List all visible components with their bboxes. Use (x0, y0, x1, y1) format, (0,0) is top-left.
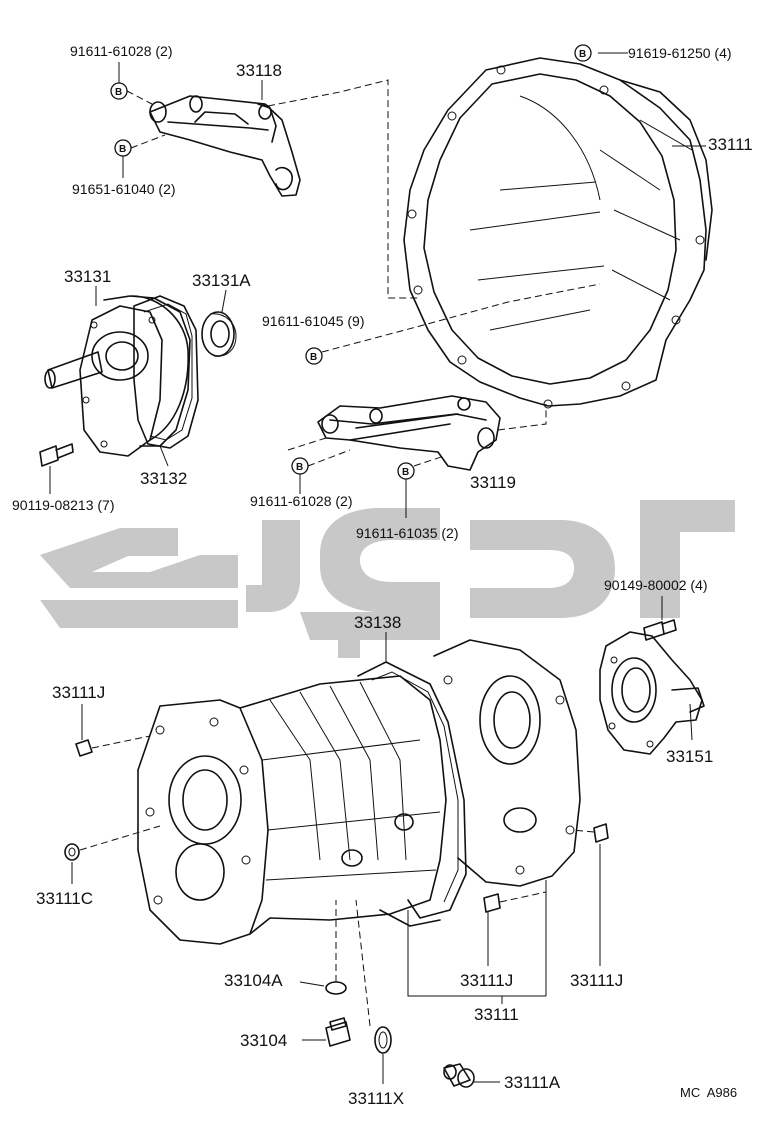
bolt-marker-91611-61035: B (397, 462, 415, 480)
label-33111X: 33111X (348, 1089, 405, 1108)
drain-plug-33104 (325, 1017, 351, 1047)
label-33111J-right: 33111J (570, 971, 624, 990)
oil-seal-33131A (201, 311, 237, 357)
svg-text:B: B (310, 352, 317, 363)
label-90149-80002: 90149-80002 (4) (604, 577, 708, 593)
bolt-90149-80002 (643, 619, 677, 641)
bolt-marker-91611-61045: B (305, 347, 323, 365)
label-33138: 33138 (354, 613, 402, 632)
sheet-reference: MC A986 (680, 1085, 738, 1100)
bracket-33119 (317, 395, 501, 471)
extension-housing-33151 (599, 631, 705, 755)
gasket-33104A (325, 981, 347, 995)
bracket-33118 (149, 95, 301, 197)
bolt-marker-91619-61250: B (574, 44, 592, 62)
plug-33111J-left (75, 739, 93, 757)
label-33131A: 33131A (192, 271, 251, 290)
label-33111J-left: 33111J (52, 683, 106, 702)
bolt-marker-91651-61040: B (114, 139, 132, 157)
plug-33111J-right (593, 823, 609, 843)
watermark-logo (40, 500, 735, 658)
label-33111J-mid: 33111J (460, 971, 514, 990)
label-33119: 33119 (470, 473, 517, 492)
label-33104A: 33104A (224, 971, 283, 990)
gasket-33111X (374, 1026, 392, 1054)
label-33111-top: 33111 (708, 135, 753, 154)
svg-text:B: B (579, 49, 586, 60)
label-33132: 33132 (140, 469, 188, 488)
label-91611-61035: 91611-61035 (2) (356, 525, 459, 541)
transmission-case (137, 639, 581, 945)
label-91611-61028-top: 91611-61028 (2) (70, 43, 173, 59)
retainer-33131 (44, 295, 191, 457)
label-33131: 33131 (64, 267, 112, 286)
label-91611-61028-mid: 91611-61028 (2) (250, 493, 353, 509)
bell-housing-33111 (403, 57, 713, 409)
svg-text:B: B (296, 462, 303, 473)
gasket-33132 (133, 295, 199, 449)
label-91651-61040: 91651-61040 (2) (72, 181, 176, 197)
label-91611-61045: 91611-61045 (9) (262, 313, 365, 329)
label-33151: 33151 (666, 747, 714, 766)
svg-text:B: B (119, 144, 126, 155)
label-33111A: 33111A (504, 1073, 561, 1092)
label-33111-bottom: 33111 (474, 1005, 519, 1024)
bolt-90119-08213 (39, 443, 74, 467)
bolt-marker-91611-61028-mid: B (291, 457, 309, 475)
label-90119-08213: 90119-08213 (7) (12, 497, 115, 513)
label-33111C: 33111C (36, 889, 94, 908)
bolt-marker-91611-61028-top: B (110, 82, 128, 100)
svg-text:B: B (402, 467, 409, 478)
plug-33111A (443, 1063, 475, 1088)
label-33118: 33118 (236, 61, 283, 80)
label-33104: 33104 (240, 1031, 288, 1050)
plug-33111J-mid (483, 893, 501, 913)
svg-text:B: B (115, 87, 122, 98)
label-91619-61250: 91619-61250 (4) (628, 45, 732, 61)
plug-33111C (64, 843, 80, 861)
